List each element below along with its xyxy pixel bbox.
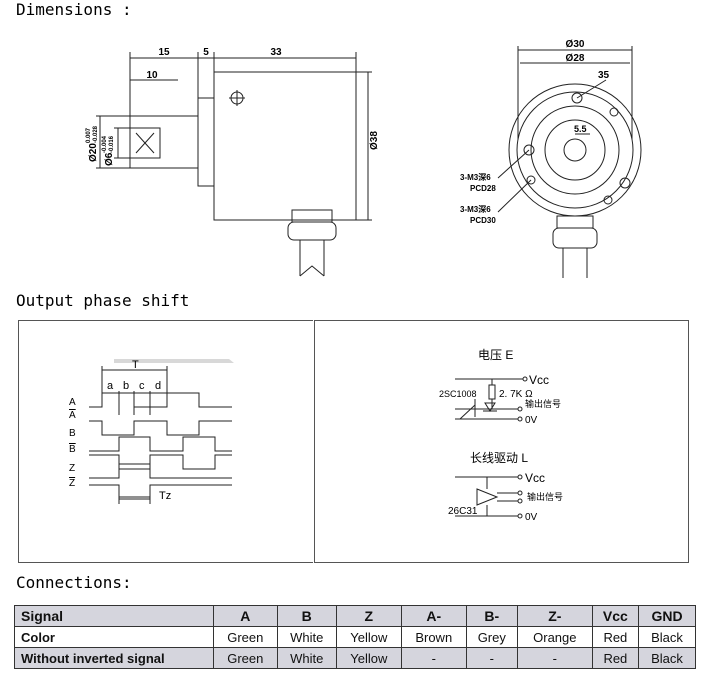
dim-55-label: 5.5 xyxy=(574,124,587,134)
dim-d20-tol-up: 0.007 xyxy=(86,127,92,143)
table-cell: Without inverted signal xyxy=(14,647,214,669)
header-cell-b-neg: B- xyxy=(465,605,518,627)
table-cell: - xyxy=(516,647,593,669)
table-cell: Black xyxy=(638,626,696,648)
encoder-body-side xyxy=(213,71,357,221)
sub-label-d: d xyxy=(155,380,161,392)
table-cell: Red xyxy=(591,647,640,669)
table-cell: Red xyxy=(591,626,640,648)
phase-shift-heading: Output phase shift xyxy=(16,291,190,310)
table-cell: Brown xyxy=(400,626,467,648)
table-cell: Green xyxy=(213,647,278,669)
holes-1-label: 3-M3深6 xyxy=(460,172,491,182)
connections-heading: Connections: xyxy=(16,573,132,592)
resistor-label: 2. 7K Ω xyxy=(499,389,533,400)
connections-table: Signal A B Z A- B- Z- Vcc GND Color Gree… xyxy=(14,605,696,669)
sub-label-c: c xyxy=(139,380,145,392)
phase-diagram: T a b c d A A B B Z Z Tz xyxy=(69,359,234,504)
table-cell: Yellow xyxy=(335,647,402,669)
encoder-shaft xyxy=(129,127,161,159)
dim-d30-label: Ø30 xyxy=(566,39,585,50)
signal-label-b-bar: B xyxy=(69,444,76,455)
signal-label-a-bar: A xyxy=(69,410,76,421)
signal-label-a: A xyxy=(69,397,76,408)
dim-d6-tol-up: -0.004 xyxy=(102,135,108,153)
output-label-1: 输出信号 xyxy=(525,398,561,409)
encoder-flange-side xyxy=(197,97,215,187)
dim-d28-label: Ø28 xyxy=(566,53,585,64)
signal-label-b: B xyxy=(69,428,76,439)
sub-label-b: b xyxy=(123,380,129,392)
table-cell: Black xyxy=(638,647,696,669)
pcd-30-label: PCD30 xyxy=(470,216,496,225)
header-cell-gnd: GND xyxy=(638,605,696,627)
zero-volt-label-1: 0V xyxy=(525,415,538,426)
vcc-label-1: Vcc xyxy=(529,373,549,387)
voltage-title: 电压 E xyxy=(478,348,513,362)
dim-d6-label: Ø6 xyxy=(104,152,115,166)
dim-d6-tol-low: -0.016 xyxy=(109,135,115,153)
pcd-28-label: PCD28 xyxy=(470,184,496,193)
transistor-label: 2SC1008 xyxy=(439,389,477,399)
header-cell-b: B xyxy=(276,605,337,627)
circuit-panel: 电压 E 2SC1008 2. 7K Ω Vcc 输出信号 0V 长线驱动 L … xyxy=(314,320,689,563)
vcc-label-2: Vcc xyxy=(525,471,545,485)
table-row-color: Color Green White Yellow Brown Grey Oran… xyxy=(14,626,696,648)
panel-divider xyxy=(298,320,313,563)
dim-33-label: 33 xyxy=(270,47,282,58)
table-cell: Green xyxy=(213,626,278,648)
encoder-boss xyxy=(129,115,199,169)
signal-label-z: Z xyxy=(69,463,75,474)
table-row-without-inverted: Without inverted signal Green White Yell… xyxy=(14,647,696,669)
table-header-row: Signal A B Z A- B- Z- Vcc GND xyxy=(14,605,696,627)
dim-5-label: 5 xyxy=(203,47,209,58)
dim-10-label: 10 xyxy=(146,70,158,81)
table-cell: - xyxy=(400,647,467,669)
signal-label-z-bar: Z xyxy=(69,478,75,489)
ic-label: 26C31 xyxy=(448,506,478,517)
dim-d20-tol-low: -0.028 xyxy=(93,125,99,143)
header-cell-signal: Signal xyxy=(14,605,214,627)
phase-diagram-panel: T a b c d A A B B Z Z Tz xyxy=(18,320,300,563)
table-cell: Orange xyxy=(516,626,593,648)
dim-35-label: 35 xyxy=(598,70,610,81)
dim-38-label: Ø38 xyxy=(369,131,380,150)
dimensions-drawing: 15 5 33 10 Ø38 Ø20 0.007 -0.028 Ø6 -0.00… xyxy=(86,39,642,278)
sub-label-a: a xyxy=(107,380,114,392)
table-cell: Yellow xyxy=(335,626,402,648)
header-cell-a-neg: A- xyxy=(400,605,467,627)
dimensions-heading: Dimensions : xyxy=(16,0,132,19)
zero-volt-label-2: 0V xyxy=(525,512,538,523)
table-cell: Grey xyxy=(465,626,518,648)
tz-label: Tz xyxy=(159,490,171,502)
header-cell-a: A xyxy=(213,605,278,627)
circuit-diagram: 电压 E 2SC1008 2. 7K Ω Vcc 输出信号 0V 长线驱动 L … xyxy=(439,348,563,523)
dim-d20-label: Ø20 xyxy=(88,143,99,162)
table-cell: White xyxy=(276,626,337,648)
dim-15-label: 15 xyxy=(158,47,170,58)
table-cell: Color xyxy=(14,626,214,648)
header-cell-vcc: Vcc xyxy=(591,605,640,627)
table-cell: - xyxy=(465,647,518,669)
line-driver-title: 长线驱动 L xyxy=(470,451,528,465)
header-cell-z: Z xyxy=(335,605,402,627)
header-cell-z-neg: Z- xyxy=(516,605,593,627)
output-label-2: 输出信号 xyxy=(527,491,563,502)
front-shaft-circle xyxy=(563,138,587,162)
period-label: T xyxy=(132,359,139,371)
table-cell: White xyxy=(276,647,337,669)
holes-2-label: 3-M3深6 xyxy=(460,204,491,214)
